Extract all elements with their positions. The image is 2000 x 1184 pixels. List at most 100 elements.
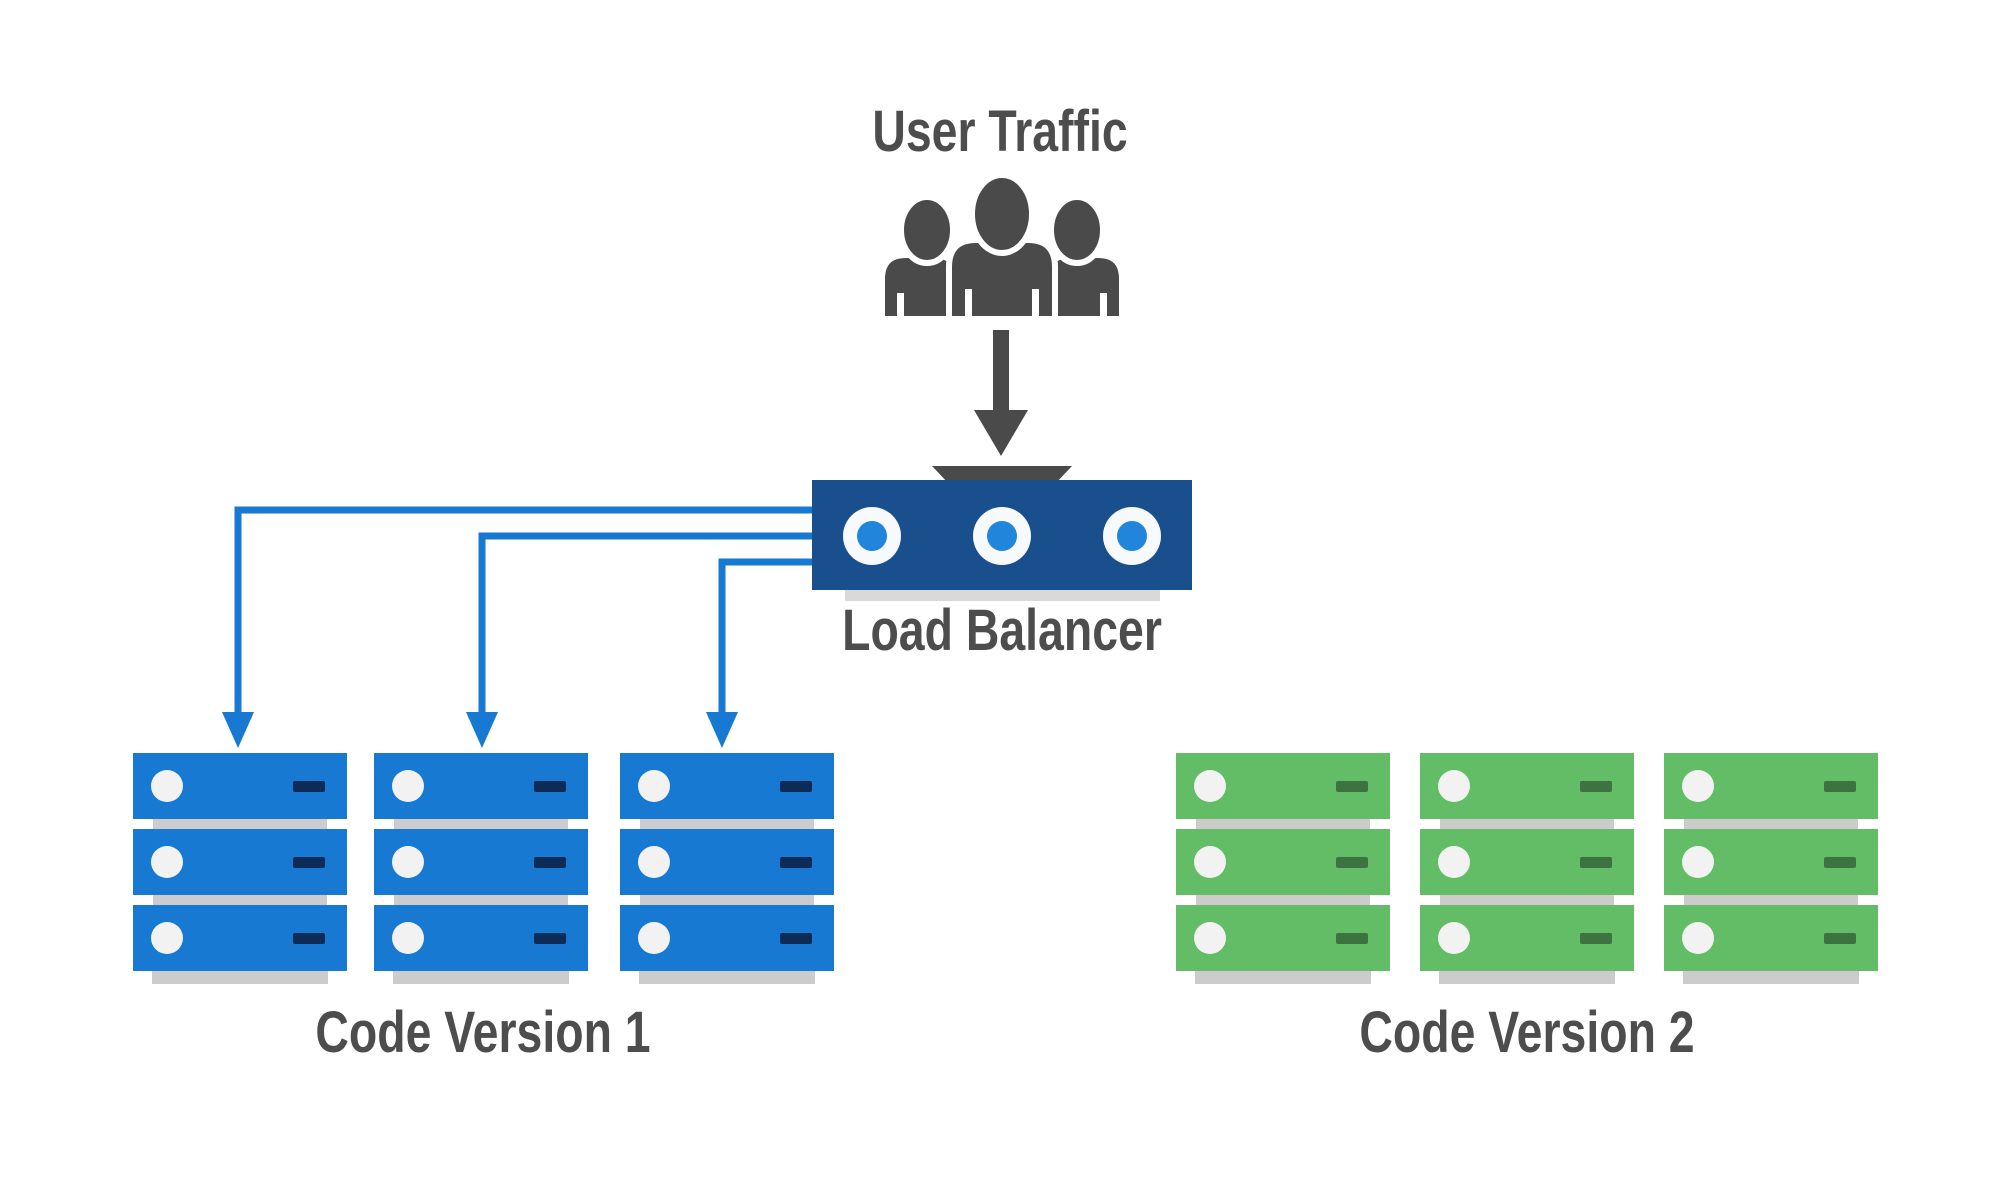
server-power-circle-icon [1682,846,1714,878]
unit-gap-shadow [1196,819,1370,829]
server-vent-dash-icon [1824,933,1856,944]
unit-gap-shadow [1684,895,1858,905]
server-power-circle-icon [1682,770,1714,802]
server-unit [133,829,347,895]
code-version-2-stack-2 [1420,753,1634,984]
code-version-2-stack-1 [1176,753,1390,984]
user-right-icon [1044,194,1125,322]
unit-gap-shadow [640,895,814,905]
users-group-icon [879,172,1125,322]
server-unit [374,829,588,895]
server-vent-dash-icon [293,781,325,792]
lb-connection-lines [234,506,812,714]
stack-shadow [1439,971,1615,984]
server-vent-dash-icon [534,933,566,944]
server-vent-dash-icon [1580,933,1612,944]
server-unit [620,829,834,895]
arrowhead-stack-2 [466,712,498,748]
server-unit [133,905,347,971]
server-power-circle-icon [1438,922,1470,954]
server-unit [620,753,834,819]
stack-shadow [152,971,328,984]
server-power-circle-icon [151,922,183,954]
server-unit [1420,829,1634,895]
code-version-1-stack-3 [620,753,834,984]
server-power-circle-icon [1194,846,1226,878]
server-vent-dash-icon [780,857,812,868]
connection-line-stack-1 [234,506,812,714]
server-unit [1664,829,1878,895]
server-power-circle-icon [151,770,183,802]
server-vent-dash-icon [1336,857,1368,868]
server-vent-dash-icon [1824,857,1856,868]
server-unit [1664,905,1878,971]
server-unit [1176,753,1390,819]
arrowhead-stack-1 [222,712,254,748]
server-power-circle-icon [1682,922,1714,954]
server-unit [1420,905,1634,971]
stack-shadow [1195,971,1371,984]
server-power-circle-icon [392,770,424,802]
server-power-circle-icon [1194,770,1226,802]
load-balancer [812,480,1192,590]
server-vent-dash-icon [1336,781,1368,792]
lb-connection-arrowheads [222,712,738,748]
server-unit [1176,905,1390,971]
server-power-circle-icon [638,770,670,802]
server-vent-dash-icon [534,781,566,792]
load-balancer-port-center [857,521,887,551]
load-balancer-port-icon [1103,507,1161,565]
unit-gap-shadow [1440,895,1614,905]
load-balancer-port-icon [973,507,1031,565]
server-unit [374,753,588,819]
server-power-circle-icon [1438,770,1470,802]
server-vent-dash-icon [1824,781,1856,792]
code-version-1-stack-1 [133,753,347,984]
load-balancer-port-center [1117,521,1147,551]
server-unit [1176,829,1390,895]
server-power-circle-icon [638,922,670,954]
server-vent-dash-icon [534,857,566,868]
user-traffic-label: User Traffic [872,99,1128,164]
server-unit [620,905,834,971]
server-vent-dash-icon [293,933,325,944]
unit-gap-shadow [1684,819,1858,829]
load-balancer-label: Load Balancer [842,598,1162,663]
server-power-circle-icon [392,846,424,878]
server-vent-dash-icon [780,781,812,792]
stack-shadow [1683,971,1859,984]
unit-gap-shadow [1196,895,1370,905]
server-vent-dash-icon [1580,781,1612,792]
code-version-2-stack-3 [1664,753,1878,984]
code-version-1-label: Code Version 1 [315,1000,651,1065]
server-power-circle-icon [638,846,670,878]
server-unit [1420,753,1634,819]
code-version-1-stack-2 [374,753,588,984]
traffic-down-arrow-icon [974,330,1028,456]
server-unit [1664,753,1878,819]
load-balancer-port-center [987,521,1017,551]
stack-shadow [639,971,815,984]
user-left-icon [879,194,960,322]
server-vent-dash-icon [293,857,325,868]
server-power-circle-icon [1438,846,1470,878]
unit-gap-shadow [394,895,568,905]
unit-gap-shadow [1440,819,1614,829]
load-balancer-port-icon [843,507,901,565]
load-balancer-funnel-icon [932,466,1072,484]
server-power-circle-icon [392,922,424,954]
load-balancer-shadow [845,590,1160,601]
arrowhead-stack-3 [706,712,738,748]
stack-shadow [393,971,569,984]
server-unit [374,905,588,971]
server-unit [133,753,347,819]
unit-gap-shadow [394,819,568,829]
server-power-circle-icon [1194,922,1226,954]
unit-gap-shadow [153,819,327,829]
server-vent-dash-icon [1580,857,1612,868]
server-power-circle-icon [151,846,183,878]
server-vent-dash-icon [780,933,812,944]
connection-line-stack-2 [478,532,812,714]
